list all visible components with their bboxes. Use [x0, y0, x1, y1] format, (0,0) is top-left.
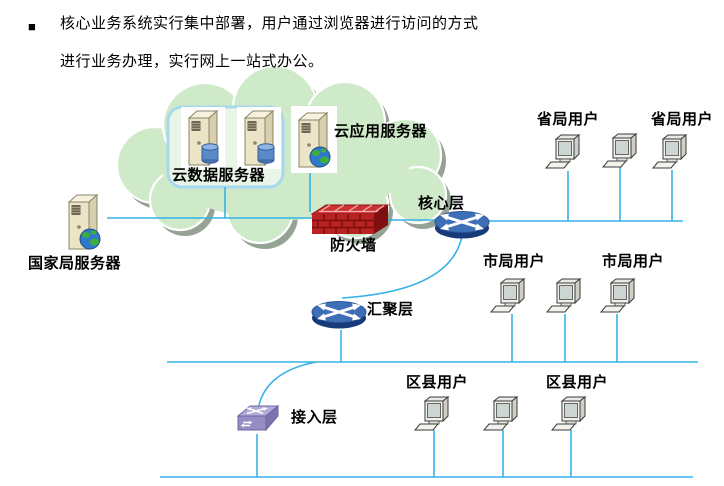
provincial-users-label-1: 省局用户 — [537, 111, 600, 128]
provincial-pc-icon-3 — [652, 134, 687, 169]
headline-line-2: 进行业务办理，实行网上一站式办公。 — [60, 54, 324, 70]
cloud-data-server-icon-2 — [245, 111, 274, 165]
county-pc-icon-2 — [483, 396, 518, 431]
core-layer-label: 核心层 — [418, 195, 465, 212]
city-pc-icon-1 — [490, 278, 525, 313]
cloud-app-server-label: 云应用服务器 — [334, 123, 428, 140]
city-pc-icon-2 — [546, 278, 581, 313]
cloud-data-server-icon-1 — [189, 111, 218, 165]
provincial-pc-icon-1 — [545, 134, 580, 169]
provincial-pc-icon-2 — [602, 133, 637, 168]
headline-line-1: 核心业务系统实行集中部署，用户通过浏览器进行访问的方式 — [60, 16, 479, 32]
county-users-label-1: 区县用户 — [406, 374, 469, 391]
national-server-icon — [69, 195, 100, 249]
access-layer-label: 接入层 — [291, 409, 338, 426]
city-pc-icon-3 — [600, 278, 635, 313]
aggregation-router-icon — [310, 300, 368, 330]
cloud-data-server-label: 云数据服务器 — [172, 167, 266, 184]
county-pc-icon-3 — [551, 396, 586, 431]
link-core-aggregation — [341, 235, 463, 299]
bullet-icon: ■ — [28, 19, 36, 34]
links-county-pcs — [433, 430, 572, 477]
links-provincial-pcs — [567, 167, 673, 221]
network-links — [107, 167, 698, 478]
aggregation-layer-label: 汇聚层 — [367, 301, 414, 318]
county-users-label-2: 区县用户 — [546, 374, 609, 391]
city-users-label-1: 市局用户 — [483, 253, 546, 270]
link-bus-access — [257, 361, 317, 411]
city-users-label-2: 市局用户 — [602, 253, 665, 270]
county-pc-icon-1 — [414, 396, 449, 431]
links-city-pcs — [511, 314, 618, 362]
cloud-servers — [181, 106, 337, 173]
national-server-label: 国家局服务器 — [28, 255, 122, 272]
firewall-icon — [310, 204, 390, 234]
core-router-icon — [433, 210, 491, 240]
firewall-label: 防火墙 — [330, 237, 377, 254]
cloud-app-server-icon — [299, 113, 330, 167]
provincial-users-label-2: 省局用户 — [651, 111, 714, 128]
access-switch-icon — [236, 404, 280, 432]
